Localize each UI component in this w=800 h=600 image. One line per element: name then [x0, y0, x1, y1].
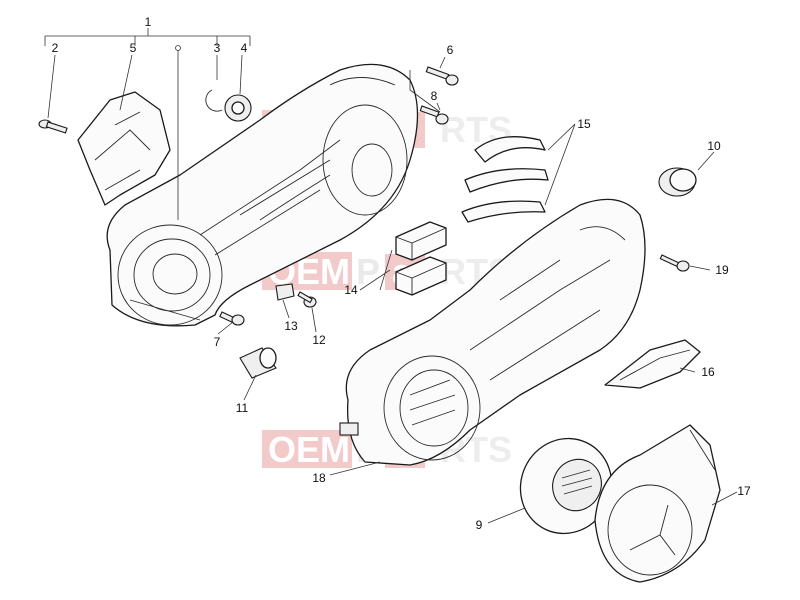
- callout-5: 5: [130, 41, 137, 55]
- part-clip: [275, 283, 295, 301]
- part-round-cover: [519, 437, 613, 535]
- callout-17: 17: [737, 484, 751, 498]
- callout-2: 2: [52, 41, 59, 55]
- part-screw: [38, 119, 68, 134]
- part-bearing: [224, 94, 252, 122]
- callout-7: 7: [214, 335, 221, 349]
- part-outer-cover: [339, 198, 646, 466]
- part-screw: [425, 66, 459, 86]
- callout-11: 11: [236, 401, 249, 415]
- part-circlip: [205, 89, 223, 112]
- callout-4: 4: [241, 41, 248, 55]
- watermark-text: OEM: [268, 429, 350, 470]
- part-large-cover: [594, 424, 721, 583]
- leader-lines: [44, 28, 738, 524]
- part-seals: [461, 136, 549, 223]
- callout-15: 15: [577, 117, 591, 131]
- callout-9: 9: [476, 518, 483, 532]
- callout-1: 1: [145, 15, 152, 29]
- watermark-text: P: [356, 251, 380, 292]
- callout-19: 19: [715, 263, 729, 277]
- callout-8: 8: [431, 89, 438, 103]
- callout-18: 18: [312, 471, 326, 485]
- part-filter-blocks: [395, 221, 447, 296]
- callout-10: 10: [707, 139, 721, 153]
- callout-12: 12: [312, 333, 326, 347]
- indicator-dot: [175, 45, 181, 51]
- part-screw: [219, 311, 245, 326]
- part-screw: [297, 291, 317, 308]
- part-side-trim: [604, 339, 701, 389]
- callout-6: 6: [447, 43, 454, 57]
- callout-14: 14: [344, 283, 358, 297]
- callout-labels: 1 2 3 4 5 6 7 8 9 10 11 12 13 14 15 16 1…: [52, 15, 751, 532]
- callout-16: 16: [701, 365, 715, 379]
- callout-13: 13: [284, 319, 298, 333]
- part-screw: [419, 105, 449, 125]
- part-small-cover: [77, 91, 171, 206]
- part-cap: [239, 347, 277, 379]
- part-inner-cover: [106, 63, 419, 327]
- part-cap: [658, 167, 697, 197]
- callout-3: 3: [214, 41, 221, 55]
- part-screw: [659, 254, 690, 272]
